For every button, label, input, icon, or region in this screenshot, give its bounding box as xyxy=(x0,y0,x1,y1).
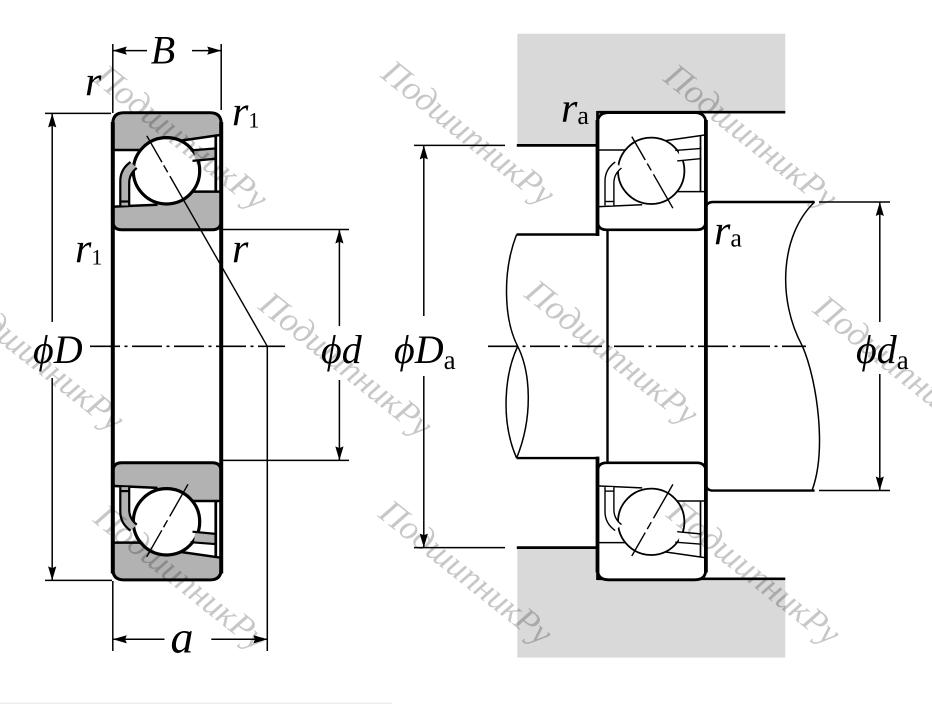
svg-text:ϕD: ϕD xyxy=(33,327,83,372)
svg-text:ra: ra xyxy=(561,86,589,132)
svg-text:ra: ra xyxy=(714,209,742,255)
svg-text:ϕDa: ϕDa xyxy=(394,327,456,375)
svg-text:r1: r1 xyxy=(232,89,259,135)
svg-text:a: a xyxy=(171,612,194,663)
svg-text:r: r xyxy=(232,227,249,273)
svg-text:ϕd: ϕd xyxy=(321,327,363,372)
svg-text:B: B xyxy=(151,28,175,73)
svg-text:ϕda: ϕda xyxy=(856,327,909,375)
svg-text:r1: r1 xyxy=(75,226,102,272)
svg-text:r: r xyxy=(85,60,102,106)
